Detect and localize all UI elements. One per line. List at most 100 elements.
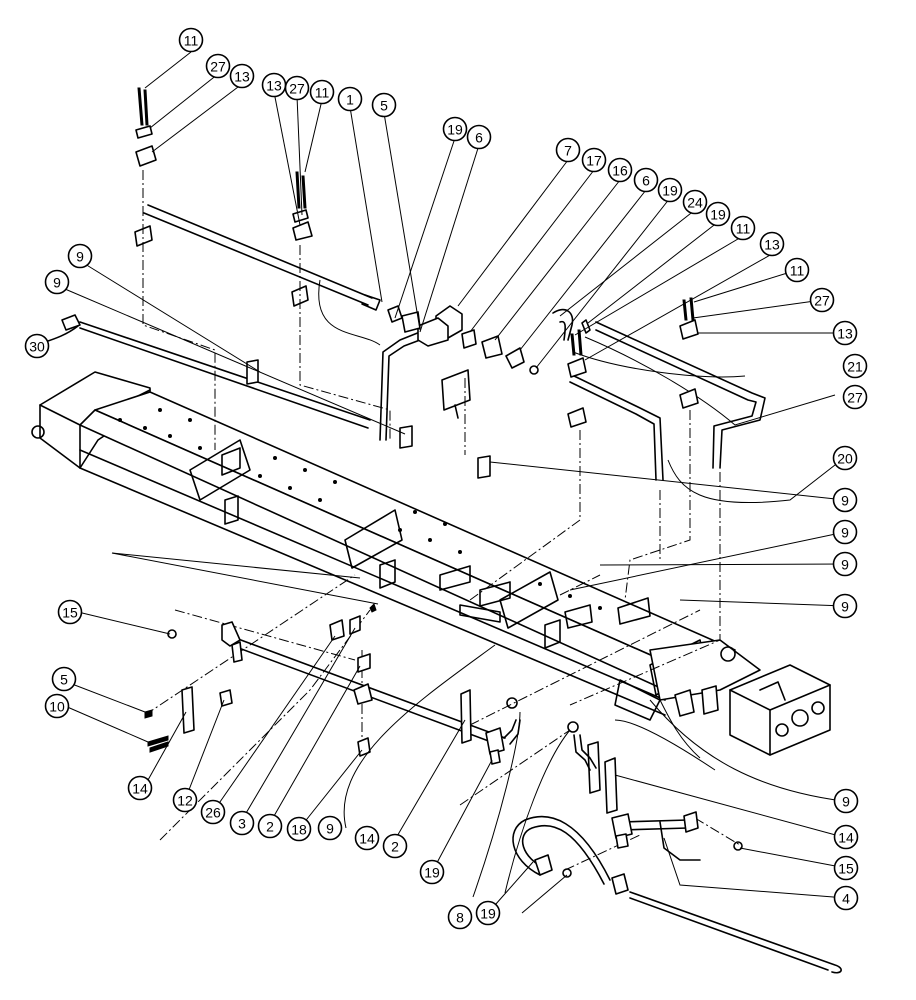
callout-9: 9: [832, 519, 858, 545]
callout-9: 9: [832, 487, 858, 513]
callout-number: 6: [642, 173, 650, 189]
callout-9: 9: [832, 593, 858, 619]
callout-number: 14: [838, 830, 854, 846]
callout-9: 9: [44, 269, 70, 295]
callout-number: 2: [391, 839, 399, 855]
callout-number: 3: [238, 816, 246, 832]
callout-number: 5: [380, 98, 388, 114]
callout-number: 14: [359, 831, 375, 847]
callout-number: 13: [837, 326, 853, 342]
callout-number: 9: [326, 821, 334, 837]
callout-number: 9: [841, 599, 849, 615]
callout-number: 9: [842, 794, 850, 810]
callout-19: 19: [705, 201, 731, 227]
callout-number: 24: [687, 195, 703, 211]
callout-5: 5: [371, 92, 397, 118]
callout-number: 9: [53, 275, 61, 291]
callout-18: 18: [286, 816, 312, 842]
callout-number: 19: [710, 207, 726, 223]
callout-number: 27: [210, 59, 226, 75]
callout-6: 6: [466, 124, 492, 150]
callout-number: 27: [289, 81, 305, 97]
callout-11: 11: [178, 27, 204, 53]
callout-number: 15: [838, 861, 854, 877]
callout-number: 7: [564, 143, 572, 159]
callout-number: 11: [315, 85, 330, 101]
callout-26: 26: [200, 799, 226, 825]
callout-30: 30: [24, 333, 50, 359]
loose-hose: [512, 815, 842, 974]
callout-12: 12: [172, 787, 198, 813]
leader-lines: [64, 51, 847, 914]
callout-11: 11: [730, 215, 756, 241]
callout-number: 26: [205, 805, 221, 821]
callout-27: 27: [842, 384, 868, 410]
callout-number: 20: [837, 451, 853, 467]
callout-number: 13: [234, 69, 250, 85]
callout-11: 11: [309, 79, 335, 105]
callout-number: 2: [266, 819, 274, 835]
callout-number: 15: [62, 605, 78, 621]
callout-number: 13: [266, 78, 282, 94]
callout-15: 15: [833, 855, 859, 881]
callout-5: 5: [51, 666, 77, 692]
callout-number: 21: [847, 359, 863, 375]
callout-27: 27: [809, 287, 835, 313]
callout-number: 18: [291, 822, 307, 838]
callout-number: 5: [60, 672, 68, 688]
callout-14: 14: [833, 824, 859, 850]
callout-number: 19: [480, 906, 496, 922]
callout-number: 19: [662, 183, 678, 199]
callout-9: 9: [832, 551, 858, 577]
callout-15: 15: [57, 599, 83, 625]
callout-6: 6: [633, 167, 659, 193]
callout-7: 7: [555, 137, 581, 163]
callout-3: 3: [229, 810, 255, 836]
callout-1: 1: [337, 86, 363, 112]
callout-19: 19: [442, 116, 468, 142]
lower-right-nozzle-boom: [567, 685, 743, 861]
callout-20: 20: [832, 445, 858, 471]
callout-2: 2: [257, 813, 283, 839]
callout-number: 12: [177, 793, 193, 809]
callout-4: 4: [833, 885, 859, 911]
callout-number: 19: [447, 122, 463, 138]
callout-8: 8: [447, 904, 473, 930]
callout-number: 9: [841, 525, 849, 541]
callout-number: 11: [790, 263, 805, 279]
callout-number: 30: [29, 339, 45, 355]
callout-number: 11: [184, 33, 199, 49]
callout-21: 21: [842, 353, 868, 379]
callout-17: 17: [581, 147, 607, 173]
upper-clamps: [134, 87, 699, 479]
callout-number: 4: [842, 891, 850, 907]
callout-14: 14: [354, 825, 380, 851]
callout-number: 16: [612, 163, 628, 179]
callout-number: 9: [76, 249, 84, 265]
callout-number: 13: [764, 237, 780, 253]
callout-27: 27: [205, 53, 231, 79]
callout-2: 2: [382, 833, 408, 859]
callout-number: 9: [841, 557, 849, 573]
callout-14: 14: [127, 775, 153, 801]
callout-9: 9: [317, 815, 343, 841]
callout-number: 19: [424, 865, 440, 881]
callout-number: 6: [475, 130, 483, 146]
callout-13: 13: [261, 72, 287, 98]
callout-19: 19: [657, 177, 683, 203]
callout-number: 1: [346, 92, 354, 108]
upper-hose-assembly: [29, 204, 836, 504]
callout-number: 9: [841, 493, 849, 509]
callout-16: 16: [607, 157, 633, 183]
callout-number: 11: [736, 221, 751, 237]
lower-left-nozzle-boom: [144, 603, 521, 765]
callout-number: 8: [456, 910, 464, 926]
callout-number: 10: [49, 699, 65, 715]
callout-19: 19: [475, 900, 501, 926]
callout-24: 24: [682, 189, 708, 215]
callout-19: 19: [419, 859, 445, 885]
callout-13: 13: [832, 320, 858, 346]
callout-9: 9: [67, 243, 93, 269]
